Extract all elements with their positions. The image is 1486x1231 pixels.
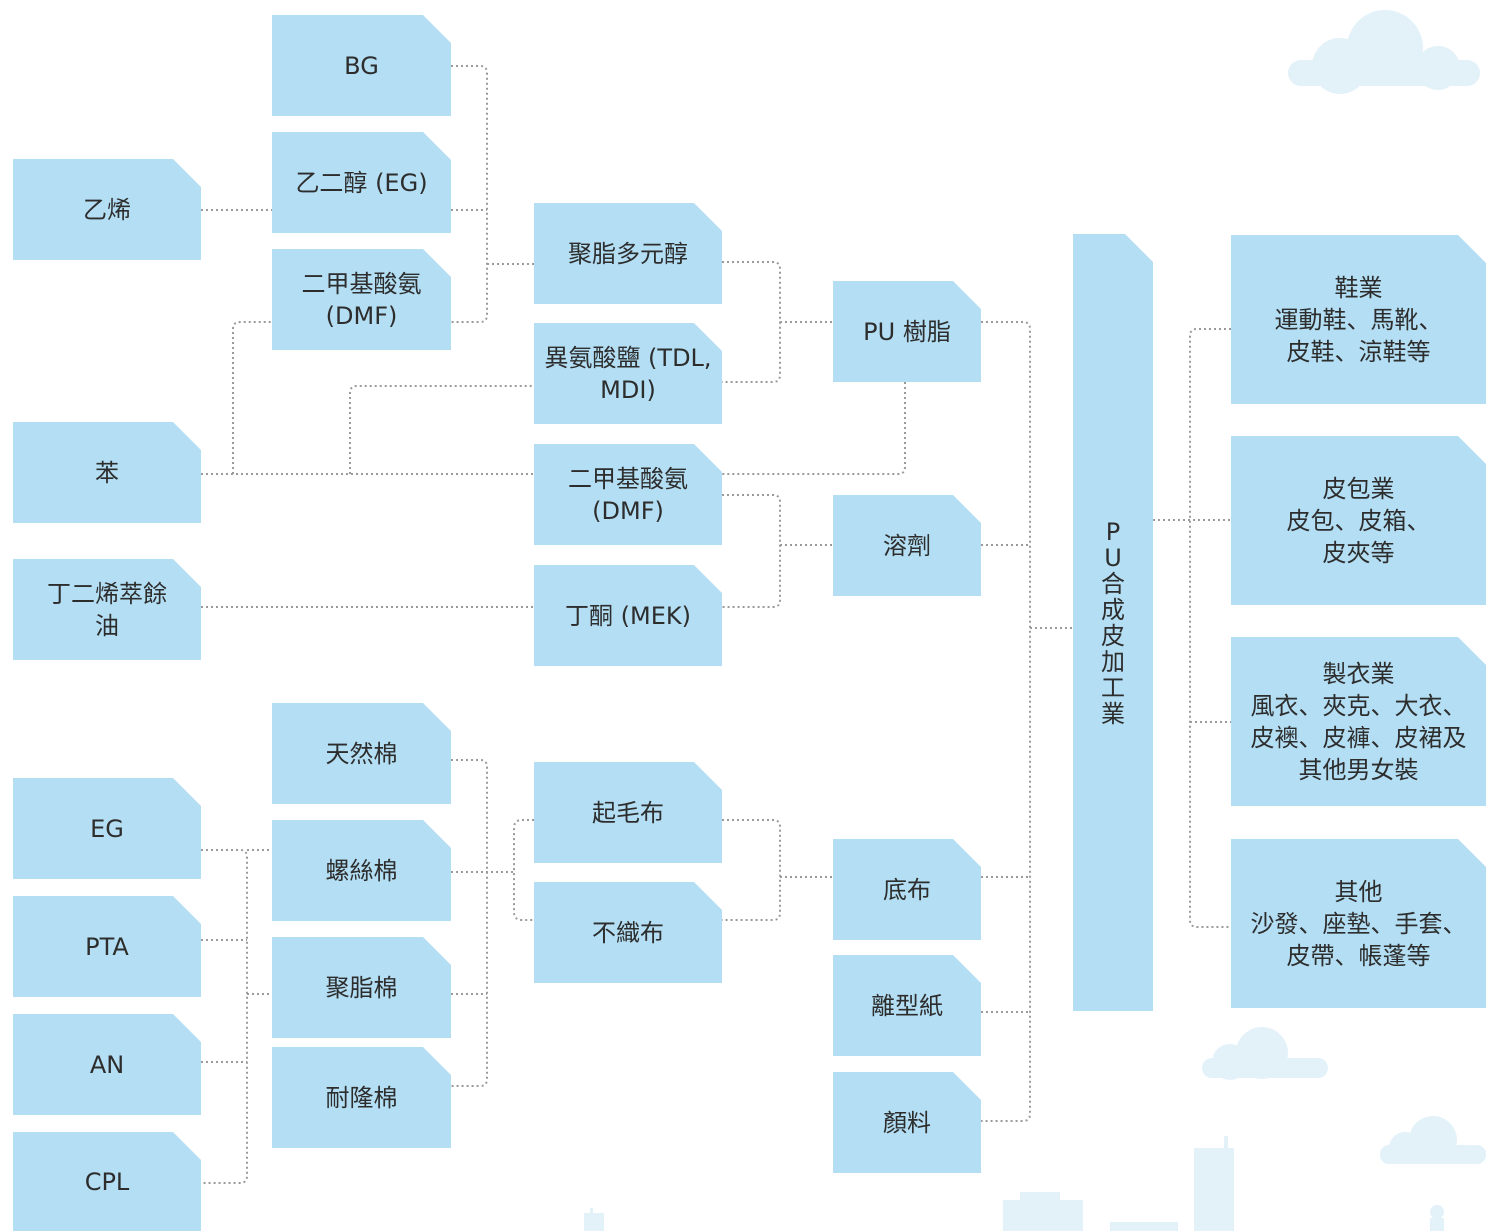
node-cpl-label: CPL: [84, 1167, 130, 1196]
node-dmf-mid-label: 二甲基酸氨 (DMF): [568, 464, 688, 525]
connector-line: [513, 819, 534, 921]
cloud-middle-icon: [1202, 1027, 1328, 1080]
node-pu-industry-label: PU合成皮加工業: [1101, 517, 1125, 728]
node-butadiene: 丁二烯萃餘 油: [13, 559, 201, 660]
node-an: AN: [13, 1014, 201, 1115]
node-bg-label: BG: [344, 51, 379, 80]
connector-line: [201, 849, 248, 1184]
node-solvent: 溶劑: [833, 495, 981, 596]
node-pigment-label: 顏料: [883, 1108, 931, 1137]
node-leather-bags: 皮包業 皮包、皮箱、 皮夾等: [1231, 436, 1486, 605]
connector-line: [722, 494, 781, 608]
node-dmf-top: 二甲基酸氨 (DMF): [272, 249, 451, 350]
node-eg: EG: [13, 778, 201, 879]
node-solvent-label: 溶劑: [883, 531, 931, 560]
node-cotton-nylon: 耐隆棉: [272, 1047, 451, 1148]
node-base-cloth: 底布: [833, 839, 981, 940]
node-eg-glycol-label: 乙二醇 (EG): [295, 168, 428, 197]
connector-line: [232, 321, 272, 474]
connector-line: [722, 382, 906, 475]
connector-line: [722, 819, 781, 921]
node-base-cloth-label: 底布: [883, 875, 931, 904]
node-bg: BG: [272, 15, 451, 116]
node-polyol: 聚脂多元醇: [534, 203, 722, 304]
node-ethylene-label: 乙烯: [83, 195, 131, 224]
city-buildings-icon: [584, 1136, 1444, 1231]
connector-line: [451, 759, 488, 1087]
connector-line: [451, 65, 488, 323]
node-pigment: 顏料: [833, 1072, 981, 1173]
node-shoes: 鞋業 運動鞋、馬靴、 皮鞋、涼鞋等: [1231, 235, 1486, 404]
node-an-label: AN: [89, 1050, 125, 1079]
connector-line: [981, 321, 1031, 1122]
node-cotton-natural-label: 天然棉: [325, 739, 398, 768]
node-cotton-polyester: 聚脂棉: [272, 937, 451, 1038]
node-leather-bags-label: 皮包業 皮包、皮箱、 皮夾等: [1286, 474, 1431, 567]
node-cotton-nylon-label: 耐隆棉: [325, 1083, 398, 1112]
node-release-paper-label: 離型紙: [871, 991, 943, 1020]
cloud-lower-right-icon: [1380, 1116, 1486, 1164]
node-mek-label: 丁酮 (MEK): [565, 601, 691, 630]
node-cotton-rayon-label: 螺絲棉: [325, 856, 398, 885]
connector-line: [722, 261, 781, 383]
node-release-paper: 離型紙: [833, 955, 981, 1056]
node-benzene: 苯: [13, 422, 201, 523]
node-cpl: CPL: [13, 1132, 201, 1231]
node-garment: 製衣業 風衣、夾克、大衣、 皮襖、皮褲、皮裙及 其他男女裝: [1231, 637, 1486, 806]
node-isocyanate: 異氨酸鹽 (TDL, MDI): [534, 323, 722, 424]
node-pu-resin: PU 樹脂: [833, 281, 981, 382]
node-pu-resin-label: PU 樹脂: [863, 317, 951, 346]
node-isocyanate-label: 異氨酸鹽 (TDL, MDI): [544, 343, 712, 404]
node-nonwoven: 不織布: [534, 882, 722, 983]
node-cotton-polyester-label: 聚脂棉: [325, 973, 398, 1002]
node-dmf-top-label: 二甲基酸氨 (DMF): [301, 269, 422, 330]
node-raised-cloth: 起毛布: [534, 762, 722, 863]
node-pta: PTA: [13, 896, 201, 997]
node-polyol-label: 聚脂多元醇: [568, 239, 688, 268]
node-nonwoven-label: 不織布: [592, 918, 664, 947]
cloud-top-right-icon: [1288, 10, 1480, 94]
connector-line: [1189, 328, 1231, 928]
node-eg-glycol: 乙二醇 (EG): [272, 132, 451, 233]
node-eg-label: EG: [90, 814, 124, 843]
node-benzene-label: 苯: [95, 458, 119, 487]
node-raised-cloth-label: 起毛布: [592, 798, 664, 827]
node-mek: 丁酮 (MEK): [534, 565, 722, 666]
node-pu-industry: PU合成皮加工業: [1073, 234, 1153, 1011]
node-garment-label: 製衣業 風衣、夾克、大衣、 皮襖、皮褲、皮裙及 其他男女裝: [1250, 659, 1467, 784]
node-others-label: 其他 沙發、座墊、手套、 皮帶、帳蓬等: [1250, 877, 1467, 970]
node-cotton-natural: 天然棉: [272, 703, 451, 804]
node-butadiene-label: 丁二烯萃餘 油: [47, 579, 167, 640]
node-pta-label: PTA: [85, 932, 129, 961]
node-dmf-mid: 二甲基酸氨 (DMF): [534, 444, 722, 545]
node-cotton-rayon: 螺絲棉: [272, 820, 451, 921]
node-shoes-label: 鞋業 運動鞋、馬靴、 皮鞋、涼鞋等: [1274, 273, 1443, 366]
node-ethylene: 乙烯: [13, 159, 201, 260]
connector-line: [349, 385, 534, 474]
node-others: 其他 沙發、座墊、手套、 皮帶、帳蓬等: [1231, 839, 1486, 1008]
